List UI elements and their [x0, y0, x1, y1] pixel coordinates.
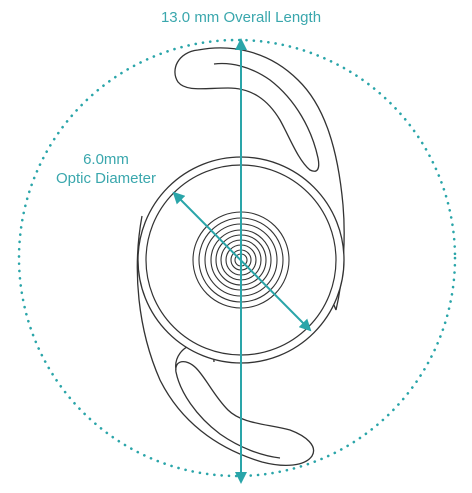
- optic-diameter-text-label: Optic Diameter: [56, 170, 156, 187]
- optic-diameter-value-label: 6.0mm: [83, 151, 129, 168]
- overall-length-label: 13.0 mm Overall Length: [161, 9, 321, 26]
- optic-diameter-arrow: [172, 191, 312, 332]
